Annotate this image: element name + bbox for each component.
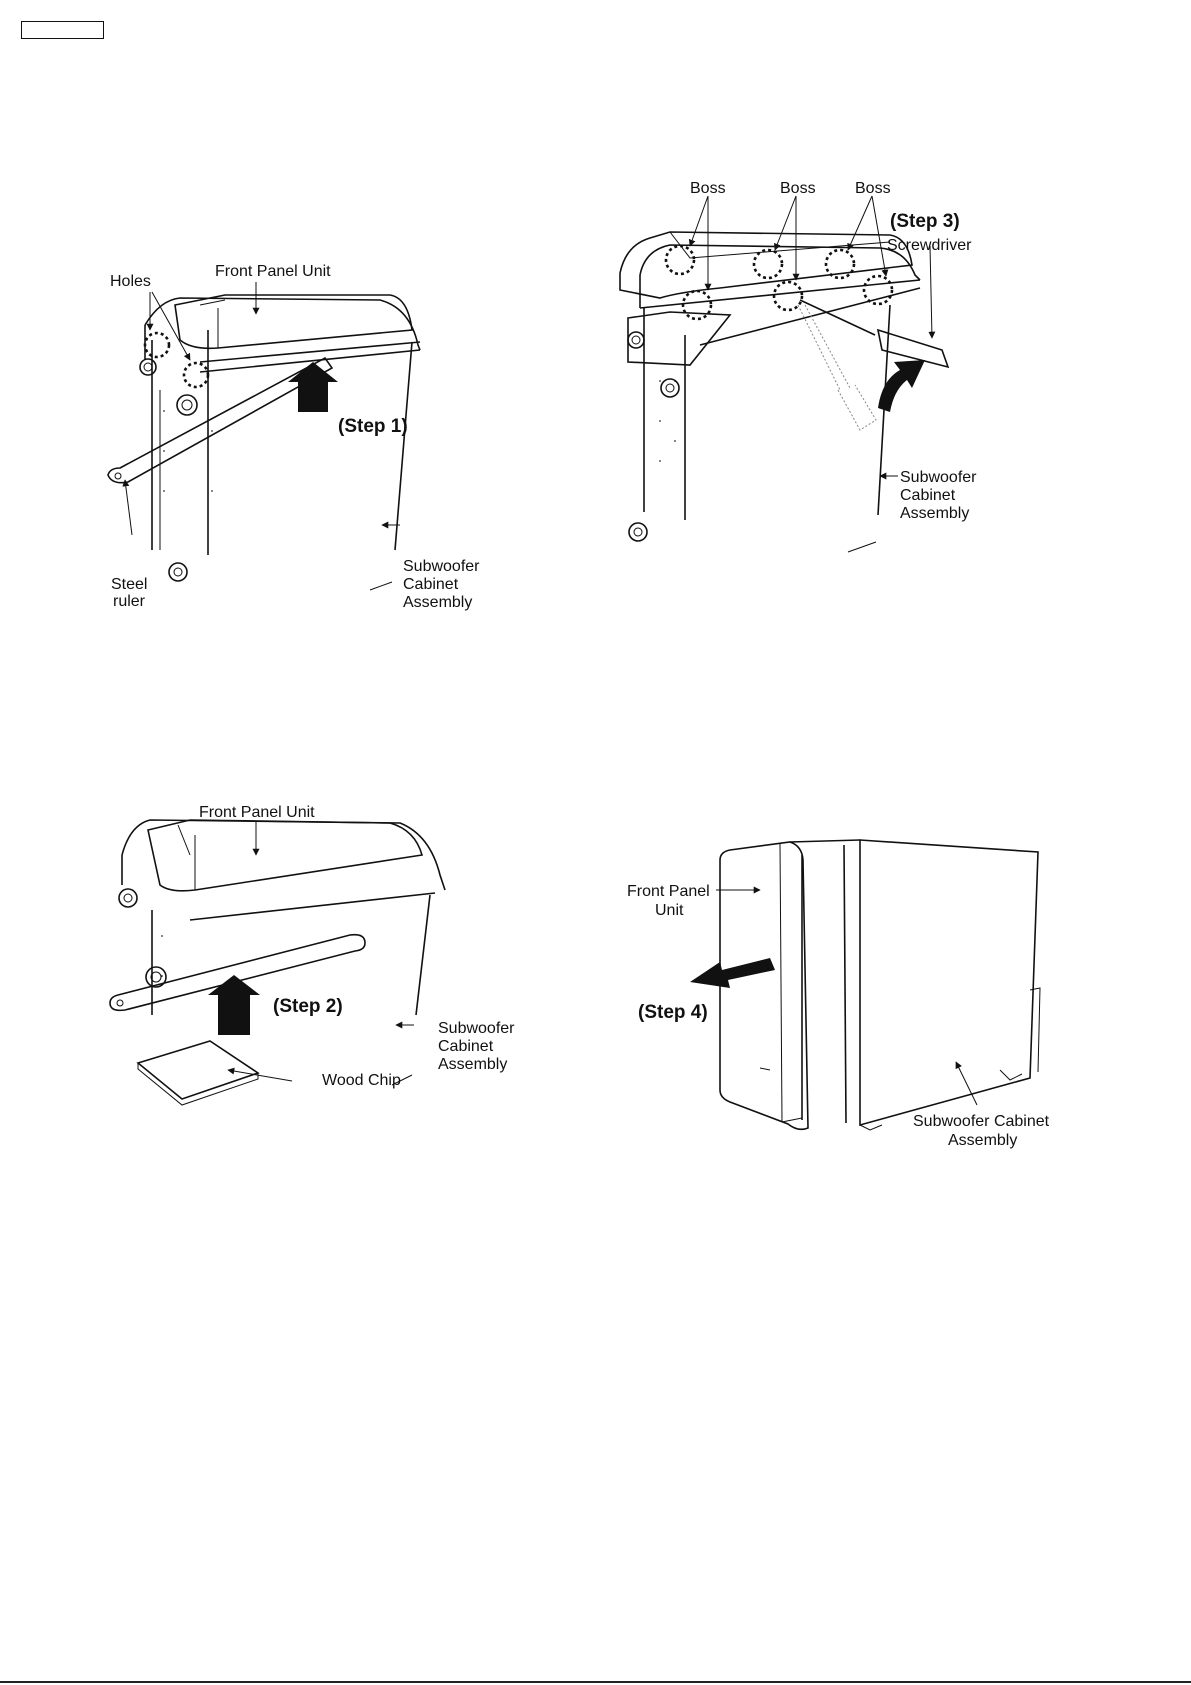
subwoofer-cabinet-drawing bbox=[790, 840, 1040, 1130]
label-steel-ruler-line1: Steel bbox=[111, 576, 147, 593]
front-panel-drawing bbox=[175, 295, 412, 348]
label-subwoofer-cabinet-line2: Cabinet bbox=[900, 487, 956, 504]
screwdriver-drawing bbox=[798, 300, 948, 430]
label-subwoofer-cabinet-line2: Cabinet bbox=[403, 576, 459, 593]
boss-marker bbox=[864, 276, 892, 304]
label-step-1: (Step 1) bbox=[338, 416, 408, 437]
figure-step-3: Boss Boss Boss (Step 3) Screwdriver Subw… bbox=[650, 180, 1070, 570]
label-wood-chip: Wood Chip bbox=[322, 1072, 401, 1089]
bottom-rule bbox=[0, 1681, 1191, 1683]
subwoofer-cabinet-drawing bbox=[122, 820, 445, 1015]
hole-marker bbox=[145, 333, 169, 357]
label-step-2: (Step 2) bbox=[273, 996, 343, 1017]
label-boss-2: Boss bbox=[780, 180, 816, 197]
label-boss-3: Boss bbox=[855, 180, 891, 197]
label-steel-ruler-line2: ruler bbox=[113, 593, 146, 610]
speaker-knob-drawings bbox=[119, 889, 166, 987]
figure-step-4: Front Panel Unit (Step 4) Subwoofer Cabi… bbox=[620, 840, 1070, 1160]
hole-marker bbox=[184, 363, 208, 387]
label-step-4: (Step 4) bbox=[638, 1002, 708, 1023]
page-number-box bbox=[21, 21, 104, 39]
figure-step-2: Front Panel Unit (Step 2) Wood Chip Subw… bbox=[110, 795, 530, 1095]
label-front-panel-line2: Unit bbox=[655, 902, 684, 919]
lift-arrow bbox=[878, 360, 925, 412]
label-subwoofer-cabinet-line2: Assembly bbox=[948, 1132, 1017, 1149]
boss-marker bbox=[774, 282, 802, 310]
label-front-panel-line1: Front Panel bbox=[627, 883, 710, 900]
figure-step-1: Front Panel Unit Holes (Step 1) Steel ru… bbox=[100, 250, 540, 620]
label-boss-1: Boss bbox=[690, 180, 726, 197]
boss-marker bbox=[754, 250, 782, 278]
label-holes: Holes bbox=[110, 273, 151, 290]
front-panel-drawing bbox=[620, 232, 912, 365]
label-front-panel-unit: Front Panel Unit bbox=[215, 263, 331, 280]
front-panel-drawing bbox=[148, 820, 422, 891]
label-subwoofer-cabinet-line1: Subwoofer bbox=[900, 469, 977, 486]
label-subwoofer-cabinet-line3: Assembly bbox=[900, 505, 969, 522]
label-subwoofer-cabinet-line1: Subwoofer bbox=[403, 558, 480, 575]
wood-chip-drawing bbox=[138, 1041, 258, 1105]
label-subwoofer-cabinet-line1: Subwoofer Cabinet bbox=[913, 1113, 1050, 1130]
boss-marker bbox=[666, 246, 694, 274]
label-screwdriver: Screwdriver bbox=[887, 237, 972, 254]
label-subwoofer-cabinet-line1: Subwoofer bbox=[438, 1020, 515, 1037]
label-subwoofer-cabinet-line3: Assembly bbox=[403, 594, 472, 611]
pull-arrow bbox=[690, 958, 775, 988]
label-step-3: (Step 3) bbox=[890, 211, 960, 232]
label-subwoofer-cabinet-line2: Cabinet bbox=[438, 1038, 494, 1055]
boss-marker bbox=[683, 291, 711, 319]
front-panel-drawing bbox=[720, 842, 808, 1129]
label-subwoofer-cabinet-line3: Assembly bbox=[438, 1056, 507, 1073]
label-front-panel-unit: Front Panel Unit bbox=[199, 804, 315, 821]
push-arrow bbox=[208, 975, 260, 1035]
subwoofer-cabinet-drawing bbox=[640, 245, 920, 520]
